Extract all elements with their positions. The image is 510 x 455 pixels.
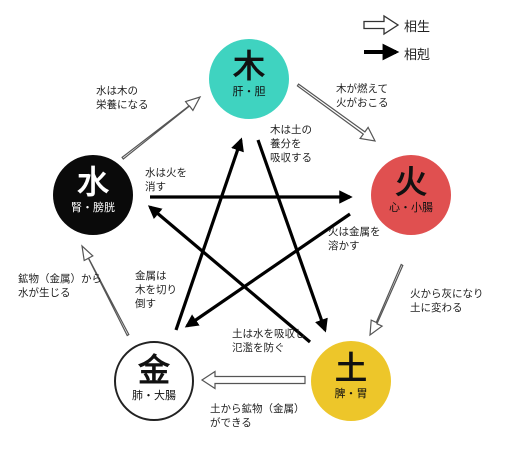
arrow-metal-to-wood [174,137,244,331]
metal-glyph: 金 [137,351,170,389]
node-metal: 金 肺・大腸 [114,341,194,421]
label-earth-metal: 土から鉱物（金属） ができる [210,403,305,429]
node-water: 水 腎・膀胱 [53,155,133,235]
label-wood-fire: 木が燃えて 火がおこる [336,83,389,109]
earth-glyph: 土 [334,349,367,387]
label-water-wood: 水は木の 栄養になる [96,85,149,111]
wood-glyph: 木 [232,47,265,85]
label-metal-water: 鉱物（金属）から 水が生じる [18,273,102,299]
earth-organs: 脾・胃 [334,387,368,400]
wood-organs: 肝・胆 [232,85,266,98]
label-wood-earth: 木は土の 養分を 吸収する [270,124,312,164]
metal-organs: 肺・大腸 [132,389,176,402]
label-fire-earth: 火から灰になり 土に変わる [410,288,484,314]
fire-organs: 心・小腸 [389,201,433,214]
node-fire: 火 心・小腸 [371,155,451,235]
legend-generating-arrow [363,14,400,36]
water-organs: 腎・膀胱 [71,201,115,214]
arrow-earth-to-water [147,205,312,344]
arrow-water-to-wood [121,95,202,160]
label-metal-wood: 金属は 木を切り 倒す [135,270,177,310]
arrow-fire-to-earth [369,263,404,337]
node-earth: 土 脾・胃 [311,341,391,421]
fire-glyph: 火 [394,163,427,201]
legend-controlling-label: 相剋 [404,48,431,63]
label-earth-water: 土は水を吸収し 氾濫を防ぐ [232,328,306,354]
label-fire-metal: 火は金属を 溶かす [328,226,381,252]
arrow-earth-to-metal [200,370,306,390]
arrow-wood-to-earth [256,139,328,333]
label-water-fire: 水は火を 消す [145,167,187,193]
arrow-wood-to-fire [296,83,377,142]
legend-generating-label: 相生 [404,20,431,35]
water-glyph: 水 [76,163,109,201]
arrow-fire-to-metal [184,212,351,328]
node-wood: 木 肝・胆 [209,39,289,119]
arrow-metal-to-water [81,244,130,337]
